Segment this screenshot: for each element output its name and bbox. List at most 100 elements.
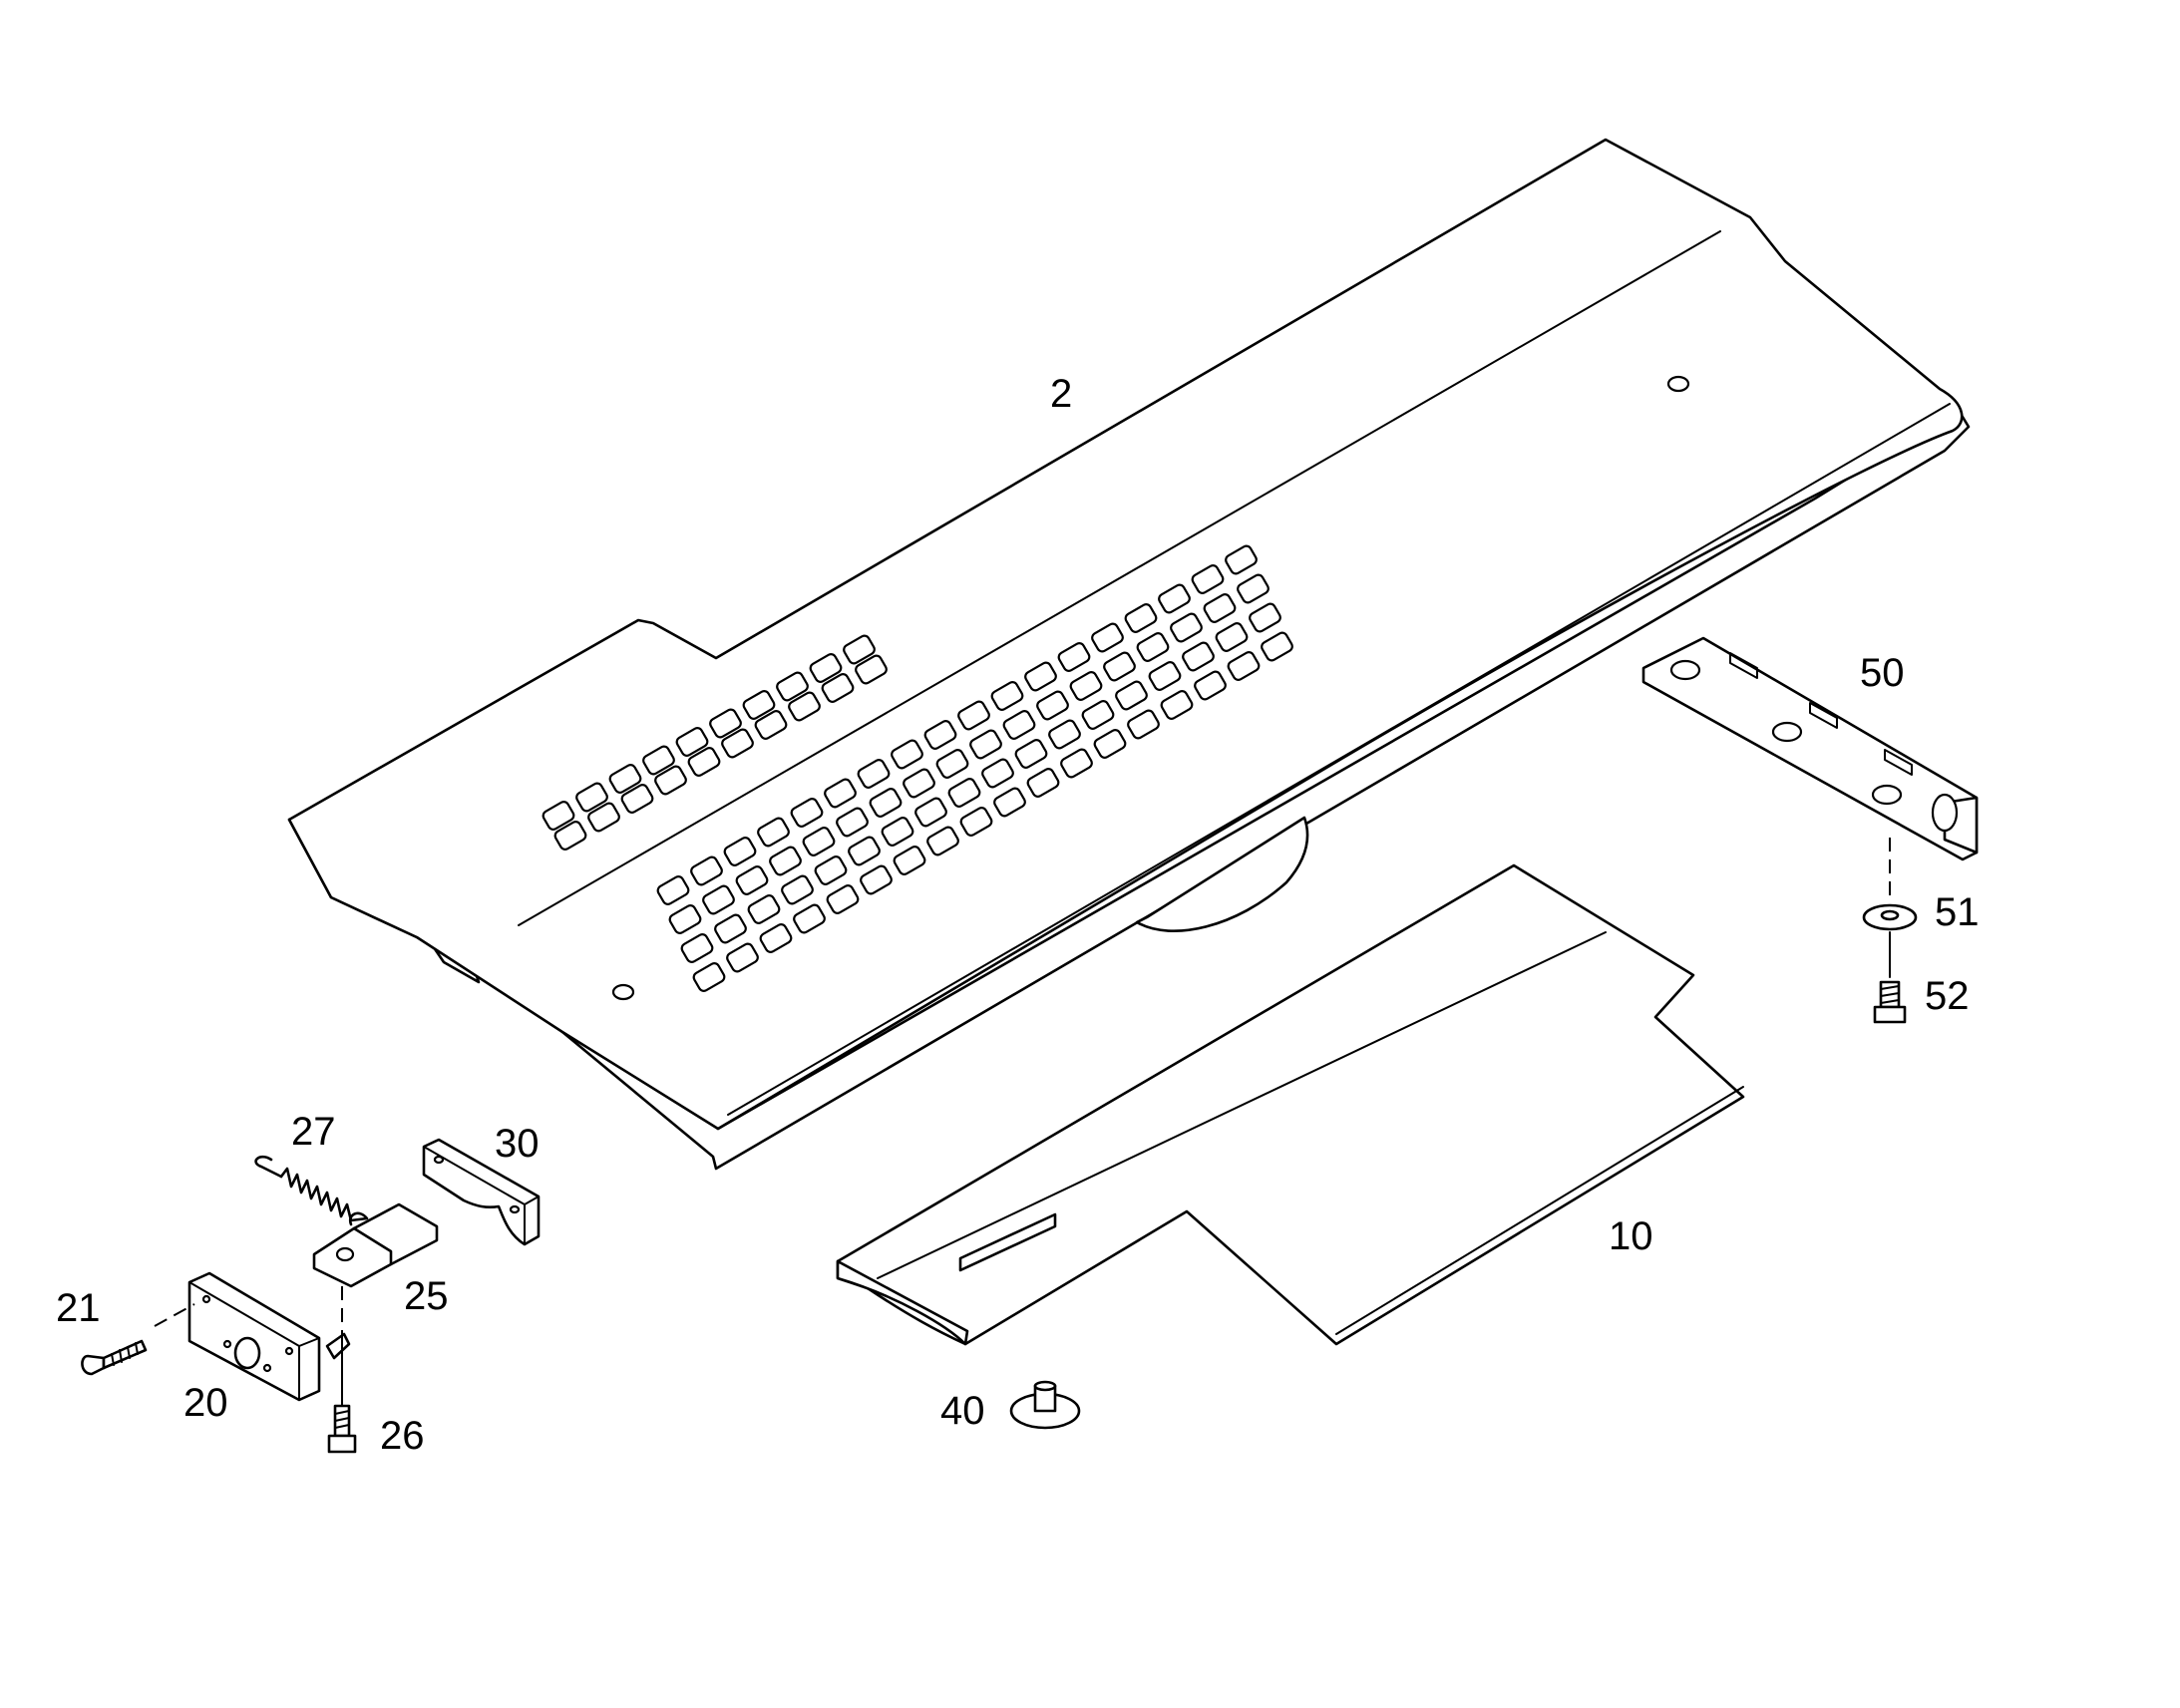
latch-housing-tab	[325, 1332, 351, 1360]
main-cover-top-surface	[287, 138, 1964, 1131]
base-plate-edge-line-lower	[1335, 1086, 1744, 1335]
latch-housing-front-edge	[188, 1281, 320, 1401]
vent-slot	[781, 874, 814, 905]
vent-slot	[1136, 632, 1170, 662]
main-cover-vents-left	[542, 634, 888, 851]
vent-slot	[802, 827, 836, 856]
latch-housing-hole-3	[284, 1346, 294, 1356]
vent-slot	[959, 807, 993, 837]
callout-40: 40	[940, 1389, 985, 1433]
vent-slot	[1060, 748, 1093, 779]
vent-slot	[857, 759, 891, 789]
callout-52: 52	[1925, 974, 1970, 1018]
callout-51: 51	[1935, 890, 1980, 934]
vent-slot	[1103, 651, 1136, 682]
vent-slot	[1093, 729, 1127, 759]
vent-slot	[1048, 719, 1081, 750]
vent-slot	[926, 826, 959, 856]
vent-slot	[656, 875, 690, 905]
vent-slot	[1024, 661, 1057, 692]
main-cover-hole-right	[1666, 375, 1690, 393]
vent-slot	[957, 700, 990, 731]
hinge-bracket-tab-1	[1729, 652, 1758, 679]
vent-slot	[702, 884, 735, 915]
part-21-screw	[81, 1339, 148, 1376]
screw-26-head	[327, 1434, 357, 1454]
vent-slot	[843, 634, 876, 665]
vent-slot	[542, 801, 575, 831]
vent-slot	[1170, 612, 1203, 643]
vent-slot	[759, 923, 793, 953]
vent-slot	[1160, 690, 1194, 720]
part-20-latch-housing	[187, 1271, 351, 1402]
vent-slot	[553, 821, 587, 851]
vent-slot	[809, 653, 843, 683]
vent-slot	[793, 903, 826, 934]
vent-slot	[1124, 603, 1158, 633]
vent-slot	[981, 758, 1014, 789]
callout-10: 10	[1609, 1214, 1653, 1258]
vent-slot	[1237, 573, 1270, 604]
vent-slot	[1069, 671, 1103, 701]
vent-slot	[735, 865, 769, 895]
vent-slot	[1227, 651, 1261, 681]
cam-plate-hole-1	[433, 1155, 445, 1165]
vent-slot	[1014, 739, 1048, 769]
latch-housing-hole-1	[201, 1294, 211, 1304]
part-40-foot	[1009, 1380, 1081, 1430]
vent-slot	[754, 710, 788, 740]
vent-slot	[914, 797, 947, 828]
vent-slot	[824, 778, 857, 809]
latch-housing-hole-4	[262, 1363, 272, 1373]
screw-21-head	[81, 1354, 106, 1376]
vent-slot	[891, 739, 923, 770]
vent-slot	[826, 884, 860, 914]
vent-slot	[690, 855, 723, 886]
vent-slot	[1127, 709, 1160, 740]
callouts: 2 10 20 21 25 26 27 30 40 50 51 52	[56, 372, 1980, 1458]
screw-21-shank	[102, 1339, 148, 1370]
latch-slider-nut	[335, 1246, 355, 1262]
vent-slot	[855, 654, 888, 685]
vent-slot	[1194, 670, 1227, 701]
vent-slot	[903, 768, 935, 799]
vent-slot	[821, 673, 855, 703]
latch-housing-keyhole	[233, 1336, 261, 1370]
main-cover-vents-right	[656, 544, 1293, 992]
vent-slot	[1158, 583, 1191, 614]
hinge-bracket-hole-2	[1771, 721, 1803, 743]
vent-slot	[723, 837, 757, 866]
part-26-screw	[327, 1404, 357, 1454]
part-10-base-plate	[836, 863, 1745, 1346]
spring-hook-left	[254, 1155, 283, 1179]
vent-slot	[860, 864, 893, 895]
vent-slot	[757, 817, 790, 848]
part-27-spring	[254, 1155, 369, 1226]
vent-slot	[742, 690, 776, 720]
vent-slot	[1225, 544, 1258, 575]
vent-slot	[687, 747, 721, 777]
foot-top	[1033, 1380, 1057, 1392]
part-25-latch-slider	[312, 1202, 439, 1288]
vent-slot	[1057, 642, 1091, 672]
main-cover-crease-line	[518, 230, 1721, 926]
latch-screw-axis-line	[154, 1303, 195, 1327]
vent-slot	[814, 855, 848, 885]
base-plate-edge-line	[877, 931, 1607, 1279]
callout-21: 21	[56, 1286, 101, 1330]
vent-slot	[1036, 690, 1069, 721]
latch-housing-hole-2	[222, 1339, 232, 1349]
vent-slot	[990, 681, 1024, 711]
cam-plate-hole-2	[509, 1204, 521, 1214]
callout-50: 50	[1860, 651, 1905, 695]
screw-52-head	[1873, 1005, 1907, 1024]
callout-2: 2	[1050, 372, 1072, 416]
vent-slot	[608, 764, 642, 794]
cam-plate-thickness	[423, 1146, 540, 1245]
vent-slot	[714, 913, 747, 944]
vent-slot	[1249, 602, 1281, 633]
vent-slot	[587, 802, 620, 833]
vent-slot	[993, 787, 1026, 818]
vent-slot	[788, 691, 821, 722]
